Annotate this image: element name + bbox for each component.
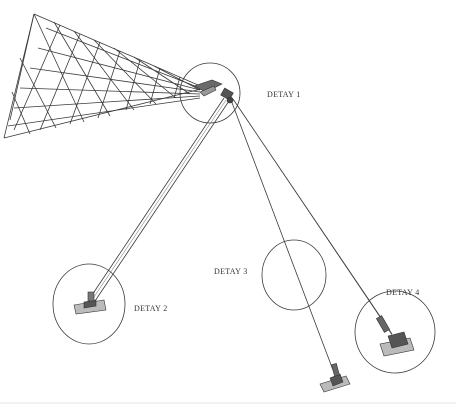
top-joint	[193, 79, 234, 104]
base-anchor-4	[375, 315, 415, 357]
base-anchor-3	[319, 363, 351, 393]
space-frame-canopy	[3, 13, 207, 139]
detail-circle-1	[179, 62, 241, 124]
label-detail-4: DETAY 4	[386, 288, 420, 297]
base-plate-2	[73, 291, 107, 315]
detail-circle-4	[354, 290, 436, 374]
label-detail-2: DETAY 2	[134, 304, 168, 313]
detail-circle-3	[261, 239, 327, 311]
detail-circle-2	[52, 263, 126, 345]
main-strut	[89, 97, 230, 302]
cable-3	[230, 99, 337, 379]
label-detail-3: DETAY 3	[214, 267, 248, 276]
label-detail-1: DETAY 1	[267, 90, 301, 99]
